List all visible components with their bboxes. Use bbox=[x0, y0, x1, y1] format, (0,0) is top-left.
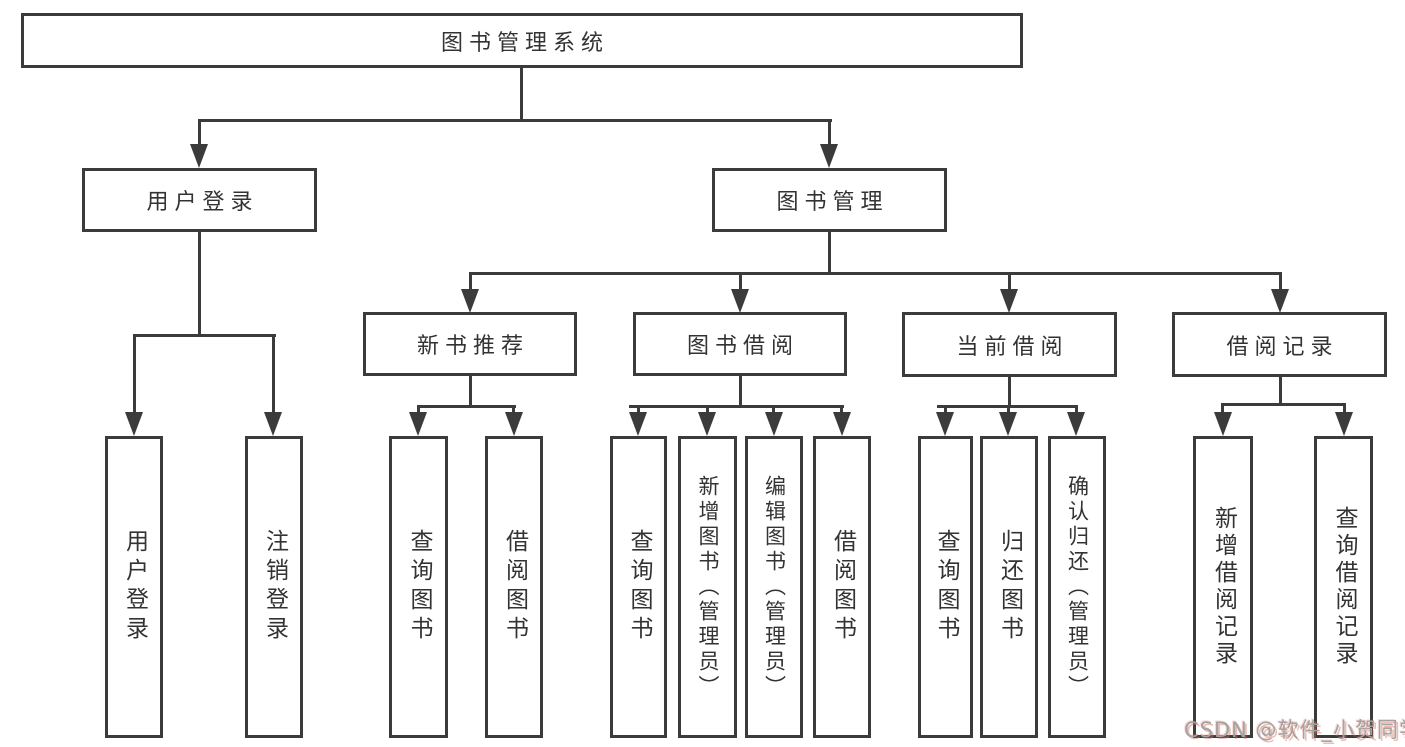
connector-userlogin-stem bbox=[198, 230, 201, 337]
leaf-bb-edit-book-admin: 编辑图书（管理员） bbox=[745, 436, 803, 738]
connector-stub bbox=[772, 405, 775, 414]
connector-level2-rail bbox=[198, 119, 832, 122]
node-root: 图书管理系统 bbox=[21, 13, 1023, 68]
connector-stub bbox=[739, 272, 742, 291]
connector-stub bbox=[840, 405, 843, 414]
arrow-down-icon bbox=[1335, 412, 1353, 436]
leaf-cb-query-book: 查询图书 bbox=[918, 436, 973, 738]
connector-newbook-rail bbox=[417, 405, 516, 408]
arrow-down-icon bbox=[190, 144, 208, 168]
arrow-down-icon bbox=[461, 289, 479, 313]
leaf-bb-add-book-admin: 新增图书（管理员） bbox=[678, 436, 737, 738]
leaf-bb-query-book: 查询图书 bbox=[610, 436, 667, 738]
connector-stub bbox=[1343, 403, 1346, 414]
connector-stub bbox=[512, 405, 515, 414]
leaf-bb-borrow-book: 借阅图书 bbox=[813, 436, 871, 738]
node-current-borrow: 当前借阅 bbox=[902, 312, 1117, 377]
arrow-down-icon bbox=[1000, 289, 1018, 313]
connector-stub bbox=[469, 272, 472, 291]
connector-bookmgmt-stem bbox=[828, 230, 831, 275]
connector-currentborrow-stem bbox=[1008, 375, 1011, 408]
node-user-login: 用户登录 bbox=[82, 168, 317, 232]
node-borrow-records: 借阅记录 bbox=[1172, 312, 1387, 377]
csdn-watermark: CSDN @软件_小贺同学 bbox=[1184, 718, 1405, 742]
connector-stub bbox=[1075, 405, 1078, 414]
arrow-down-icon bbox=[629, 412, 647, 436]
node-book-management: 图书管理 bbox=[712, 168, 947, 232]
arrow-down-icon bbox=[833, 412, 851, 436]
connector-stub bbox=[828, 119, 831, 146]
arrow-down-icon bbox=[820, 144, 838, 168]
connector-newbook-stem bbox=[469, 374, 472, 408]
leaf-nb-borrow-book: 借阅图书 bbox=[485, 436, 543, 738]
connector-records-stem bbox=[1279, 375, 1282, 406]
leaf-r-add-borrow-record: 新增借阅记录 bbox=[1193, 436, 1253, 738]
arrow-down-icon bbox=[765, 412, 783, 436]
leaf-logout: 注销登录 bbox=[245, 436, 303, 738]
arrow-down-icon bbox=[409, 412, 427, 436]
leaf-user-login: 用户登录 bbox=[105, 436, 163, 738]
arrow-down-icon bbox=[698, 412, 716, 436]
arrow-down-icon bbox=[1067, 412, 1085, 436]
connector-stub bbox=[198, 119, 201, 146]
arrow-down-icon bbox=[1214, 412, 1232, 436]
node-book-borrow: 图书借阅 bbox=[633, 312, 847, 376]
connector-stub bbox=[1221, 403, 1224, 414]
arrow-down-icon bbox=[505, 412, 523, 436]
leaf-cb-confirm-return-admin: 确认归还（管理员） bbox=[1048, 436, 1106, 738]
arrow-down-icon bbox=[264, 412, 282, 436]
leaf-r-query-borrow-record: 查询借阅记录 bbox=[1314, 436, 1373, 738]
arrow-down-icon bbox=[1271, 289, 1289, 313]
connector-stub bbox=[1279, 272, 1282, 291]
connector-bookborrow-rail bbox=[629, 405, 844, 408]
connector-stub bbox=[133, 334, 136, 412]
connector-stub bbox=[1008, 272, 1011, 291]
arrow-down-icon bbox=[731, 289, 749, 313]
arrow-down-icon bbox=[999, 412, 1017, 436]
connector-stub bbox=[706, 405, 709, 414]
connector-records-rail bbox=[1222, 403, 1346, 406]
connector-stub bbox=[944, 405, 947, 414]
leaf-cb-return-book: 归还图书 bbox=[980, 436, 1038, 738]
connector-level3-rail bbox=[469, 272, 1282, 275]
connector-userlogin-rail bbox=[133, 334, 276, 337]
connector-stub bbox=[637, 405, 640, 414]
connector-root-stem bbox=[520, 66, 523, 122]
connector-bookborrow-stem bbox=[739, 374, 742, 408]
arrow-down-icon bbox=[936, 412, 954, 436]
node-new-book-recommend: 新书推荐 bbox=[363, 312, 577, 376]
connector-stub bbox=[1007, 405, 1010, 414]
arrow-down-icon bbox=[125, 412, 143, 436]
connector-stub bbox=[272, 334, 275, 412]
connector-stub bbox=[417, 405, 420, 414]
leaf-nb-query-book: 查询图书 bbox=[389, 436, 448, 738]
